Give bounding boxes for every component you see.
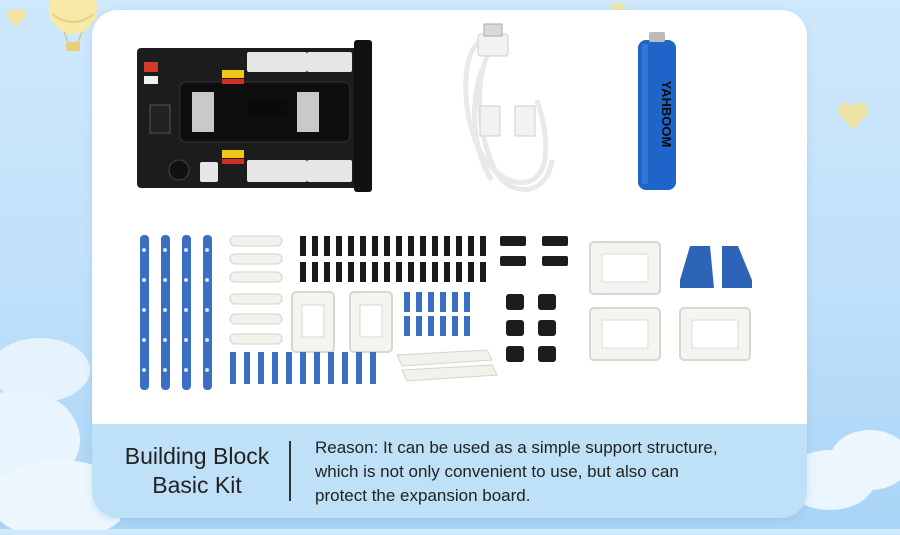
battery <box>638 32 676 190</box>
caption-divider <box>289 441 291 501</box>
black-pins <box>300 236 486 282</box>
heart-icon <box>836 100 870 137</box>
kit-title-line: Building Block <box>124 443 270 469</box>
short-white-beams <box>229 235 283 345</box>
cloud-icon <box>785 420 900 535</box>
description-line: which is not only convenient to use, but… <box>315 462 679 481</box>
blue-brackets <box>680 246 752 288</box>
hot-air-balloon-icon <box>38 0 108 60</box>
angled-beams <box>396 349 498 382</box>
product-card: YAHBOOM <box>92 10 807 518</box>
kit-title: Building Block Basic Kit <box>106 442 288 502</box>
expansion-board <box>137 40 372 192</box>
heart-icon <box>610 2 626 21</box>
usb-cable <box>463 37 555 193</box>
kit-photo: YAHBOOM <box>137 23 752 390</box>
usb-connector <box>477 33 509 57</box>
heart-icon <box>5 8 27 33</box>
blue-pins <box>230 292 470 384</box>
kit-title-line: Basic Kit <box>152 472 242 498</box>
description-line: protect the expansion board. <box>315 486 531 505</box>
long-beams <box>140 235 212 390</box>
description-line: Reason: It can be used as a simple suppo… <box>315 438 718 457</box>
battery-brand: YAHBOOM <box>659 81 674 148</box>
kit-description: Reason: It can be used as a simple suppo… <box>315 436 795 508</box>
caption-band: Building Block Basic Kit Reason: It can … <box>92 424 807 518</box>
black-connectors <box>500 236 568 362</box>
